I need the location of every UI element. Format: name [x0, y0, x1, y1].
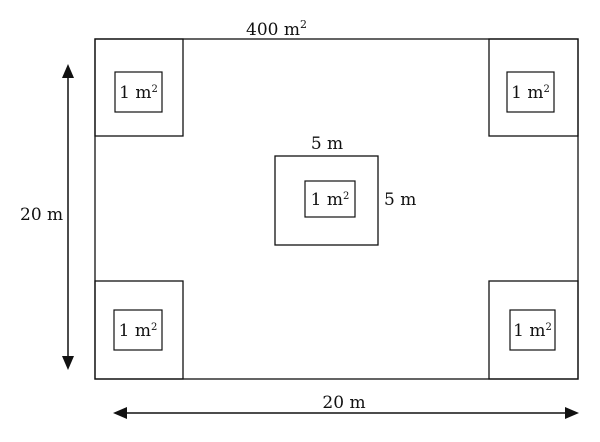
corner-subplot-top-right — [488, 38, 579, 137]
center-subplot — [274, 155, 379, 246]
quadrat-center: 1 m2 — [304, 180, 356, 218]
main-plot — [94, 38, 579, 380]
total-area-label: 400 m2 — [246, 18, 307, 40]
quadrat-box — [113, 309, 163, 351]
center-height-label: 5 m — [384, 190, 416, 210]
height-arrow-head-top — [62, 64, 74, 78]
quadrat-label: 1 m2 — [119, 321, 158, 341]
quadrat-top-right: 1 m2 — [506, 71, 555, 113]
quadrat-number: 1 m — [511, 83, 543, 103]
quadrat-exponent: 2 — [543, 84, 549, 95]
quadrat-box — [509, 309, 556, 351]
quadrat-bottom-right: 1 m2 — [509, 309, 556, 351]
quadrat-number: 1 m — [119, 83, 151, 103]
quadrat-number: 1 m — [513, 321, 545, 341]
quadrat-number: 1 m — [119, 321, 151, 341]
corner-subplot-bottom-left — [94, 280, 184, 380]
height-label: 20 m — [20, 205, 63, 225]
quadrat-box — [304, 180, 356, 218]
quadrat-box — [114, 71, 163, 113]
quadrat-top-left: 1 m2 — [114, 71, 163, 113]
height-arrow-head-bottom — [62, 356, 74, 370]
width-arrow-head-right — [565, 407, 579, 419]
width-dimension-arrow — [113, 407, 579, 419]
quadrat-box — [506, 71, 555, 113]
center-width-label: 5 m — [311, 134, 343, 154]
quadrat-label: 1 m2 — [119, 83, 158, 103]
quadrat-bottom-left: 1 m2 — [113, 309, 163, 351]
total-area-exponent: 2 — [300, 18, 307, 31]
quadrat-label: 1 m2 — [311, 190, 350, 210]
quadrat-exponent: 2 — [343, 191, 349, 202]
width-arrow-head-left — [113, 407, 127, 419]
quadrat-exponent: 2 — [545, 322, 551, 333]
corner-subplot-bottom-right — [488, 280, 579, 380]
quadrat-exponent: 2 — [151, 84, 157, 95]
width-label: 20 m — [322, 393, 365, 413]
quadrat-label: 1 m2 — [511, 83, 550, 103]
quadrat-number: 1 m — [311, 190, 343, 210]
height-label-backdrop — [18, 203, 62, 225]
quadrat-label: 1 m2 — [513, 321, 552, 341]
total-area-number: 400 m — [246, 20, 300, 40]
height-dimension-arrow — [62, 64, 74, 370]
quadrat-exponent: 2 — [151, 322, 157, 333]
corner-subplot-top-left — [94, 38, 184, 137]
